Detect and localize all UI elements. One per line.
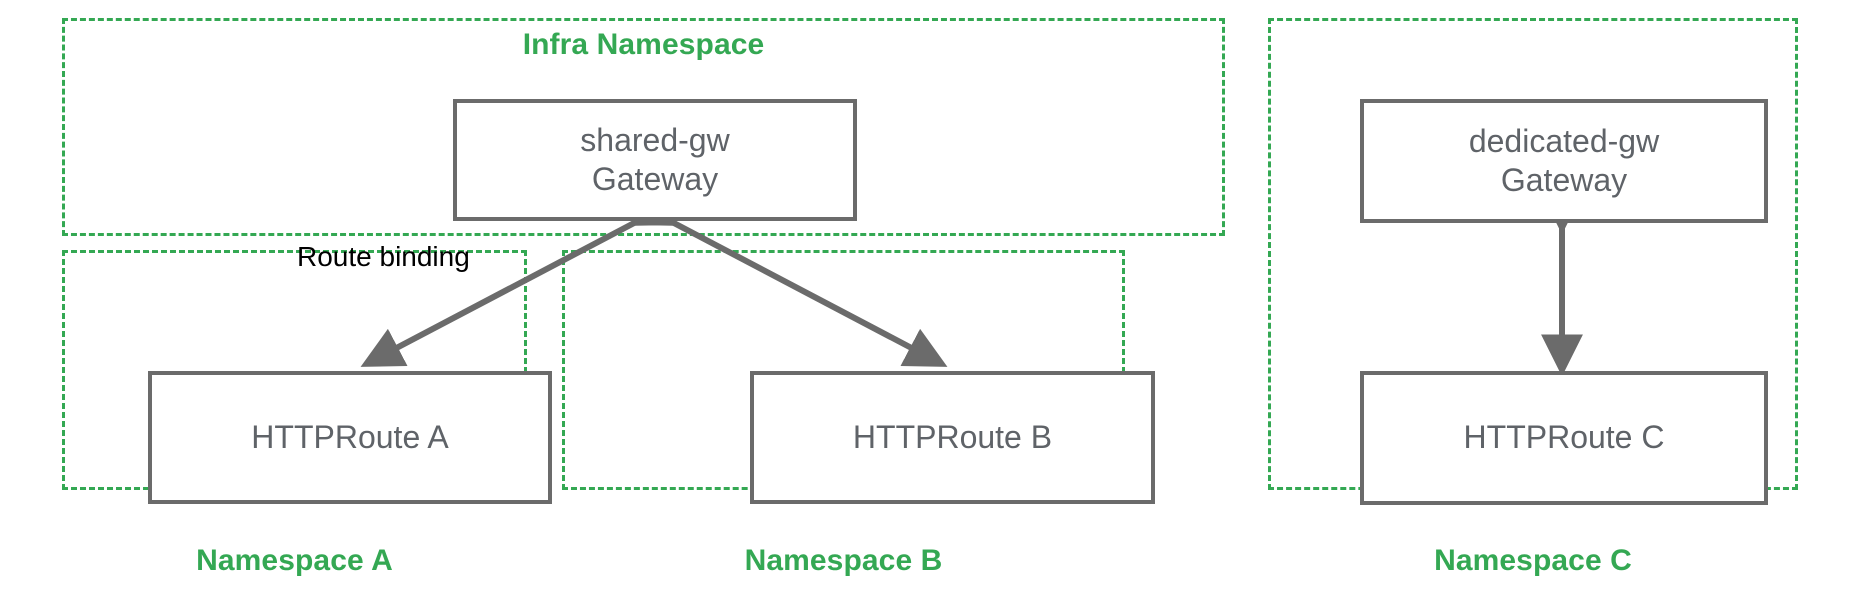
- node-shared-gw-gateway-label: shared-gw Gateway: [580, 121, 730, 197]
- node-httproute-b-label: HTTPRoute B: [852, 418, 1053, 455]
- node-dedicated-gw-gateway-label: dedicated-gw Gateway: [1468, 122, 1660, 198]
- namespace-label-a: Namespace A: [196, 544, 393, 577]
- node-httproute-c-label: HTTPRoute C: [1463, 419, 1665, 456]
- node-httproute-a[interactable]: HTTPRoute A: [148, 371, 552, 504]
- node-httproute-a-label: HTTPRoute A: [251, 418, 449, 455]
- namespace-label-c: Namespace C: [1434, 544, 1632, 577]
- namespace-label-b: Namespace B: [744, 544, 943, 577]
- node-httproute-c[interactable]: HTTPRoute C: [1360, 371, 1768, 505]
- namespace-label-infra: Infra Namespace: [522, 28, 765, 61]
- node-dedicated-gw-gateway[interactable]: dedicated-gw Gateway: [1360, 99, 1768, 223]
- node-httproute-b[interactable]: HTTPRoute B: [750, 371, 1155, 504]
- node-shared-gw-gateway[interactable]: shared-gw Gateway: [453, 99, 857, 221]
- route-binding-label: Route binding: [297, 241, 470, 272]
